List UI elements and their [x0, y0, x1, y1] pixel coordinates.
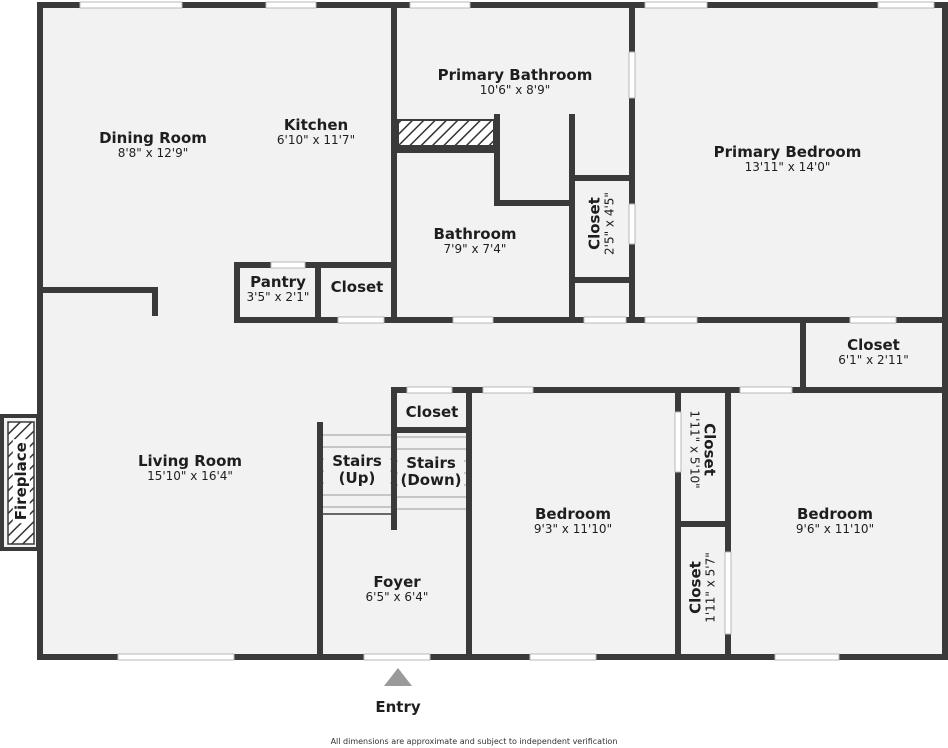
room-name: Living Room: [137, 452, 243, 470]
room-closet-hall: Closet 6'1" x 2'11": [806, 336, 941, 368]
room-dims: 13'11" x 14'0": [744, 160, 831, 175]
room-name: Closet: [686, 561, 705, 614]
room-dims: 9'6" x 11'10": [795, 522, 875, 537]
room-primary-bedroom: Primary Bedroom 13'11" x 14'0": [690, 143, 885, 175]
room-pantry: Pantry 3'5" x 2'1": [240, 273, 316, 305]
room-name: Closet: [330, 278, 384, 296]
room-name: Dining Room: [99, 129, 207, 147]
room-dims: 1'11" x 5'7": [703, 552, 718, 623]
disclaimer-text: All dimensions are approximate and subje…: [330, 737, 618, 746]
room-dims: 7'9" x 7'4": [443, 242, 507, 257]
room-dims: 10'6" x 8'9": [479, 83, 551, 98]
room-name: Primary Bedroom: [713, 143, 862, 161]
outer-wall: [37, 2, 948, 660]
room-closet-bedroom-upper: Closet 1'11" x 5'10": [686, 400, 719, 500]
hatched-block: [397, 119, 495, 147]
room-name: Pantry: [250, 273, 306, 291]
room-bathroom: Bathroom 7'9" x 7'4": [410, 225, 540, 257]
room-dims: 6'5" x 6'4": [365, 590, 429, 605]
windows: [79, 1, 935, 661]
room-closet-bedroom-lower: Closet 1'11" x 5'7": [686, 538, 718, 638]
stairs-name: Stairs: [406, 454, 456, 472]
room-dims: 8'8" x 12'9": [117, 146, 189, 161]
room-dims: 9'3" x 11'10": [533, 522, 613, 537]
fireplace-label: Fireplace: [12, 433, 31, 529]
fireplace-name: Fireplace: [12, 439, 31, 524]
room-name: Closet: [405, 403, 459, 421]
room-name: Closet: [700, 423, 719, 476]
room-kitchen: Kitchen 6'10" x 11'7": [246, 116, 386, 148]
room-dims: 6'10" x 11'7": [276, 133, 356, 148]
room-name: Primary Bathroom: [437, 66, 593, 84]
room-dining-room: Dining Room 8'8" x 12'9": [60, 129, 246, 161]
stairs-up: Stairs (Up): [324, 452, 390, 488]
room-dims: 6'1" x 2'11": [838, 353, 909, 368]
room-name: Bedroom: [797, 505, 873, 523]
entry-label: Entry: [375, 698, 421, 716]
room-closet-primary-bath: Closet 2'5" x 4'5": [585, 174, 617, 274]
stairs-direction: (Down): [400, 471, 462, 490]
room-dims: 1'11" x 5'10": [687, 410, 702, 489]
entry-arrow-icon: [384, 668, 412, 686]
room-name: Bedroom: [535, 505, 611, 523]
room-name: Foyer: [373, 573, 421, 591]
room-living-room: Living Room 15'10" x 16'4": [110, 452, 270, 484]
room-name: Bathroom: [433, 225, 517, 243]
room-foyer: Foyer 6'5" x 6'4": [342, 573, 452, 605]
room-primary-bathroom: Primary Bathroom 10'6" x 8'9": [420, 66, 610, 98]
stairs-name: Stairs: [332, 452, 382, 470]
stairs-direction: (Up): [338, 469, 376, 488]
walls: [37, 2, 948, 660]
room-dims: 15'10" x 16'4": [147, 469, 233, 484]
room-closet-stairs: Closet: [397, 403, 467, 421]
room-dims: 2'5" x 4'5": [602, 192, 617, 255]
floor-area: [40, 5, 945, 657]
room-name: Closet: [585, 197, 604, 250]
room-bedroom-2: Bedroom 9'6" x 11'10": [762, 505, 908, 537]
room-name: Closet: [847, 336, 900, 354]
room-name: Kitchen: [283, 116, 349, 134]
room-dims: 3'5" x 2'1": [246, 290, 310, 305]
stairs-down: Stairs (Down): [398, 454, 464, 490]
room-bedroom-1: Bedroom 9'3" x 11'10": [500, 505, 646, 537]
room-closet-kitchen: Closet: [320, 278, 394, 296]
